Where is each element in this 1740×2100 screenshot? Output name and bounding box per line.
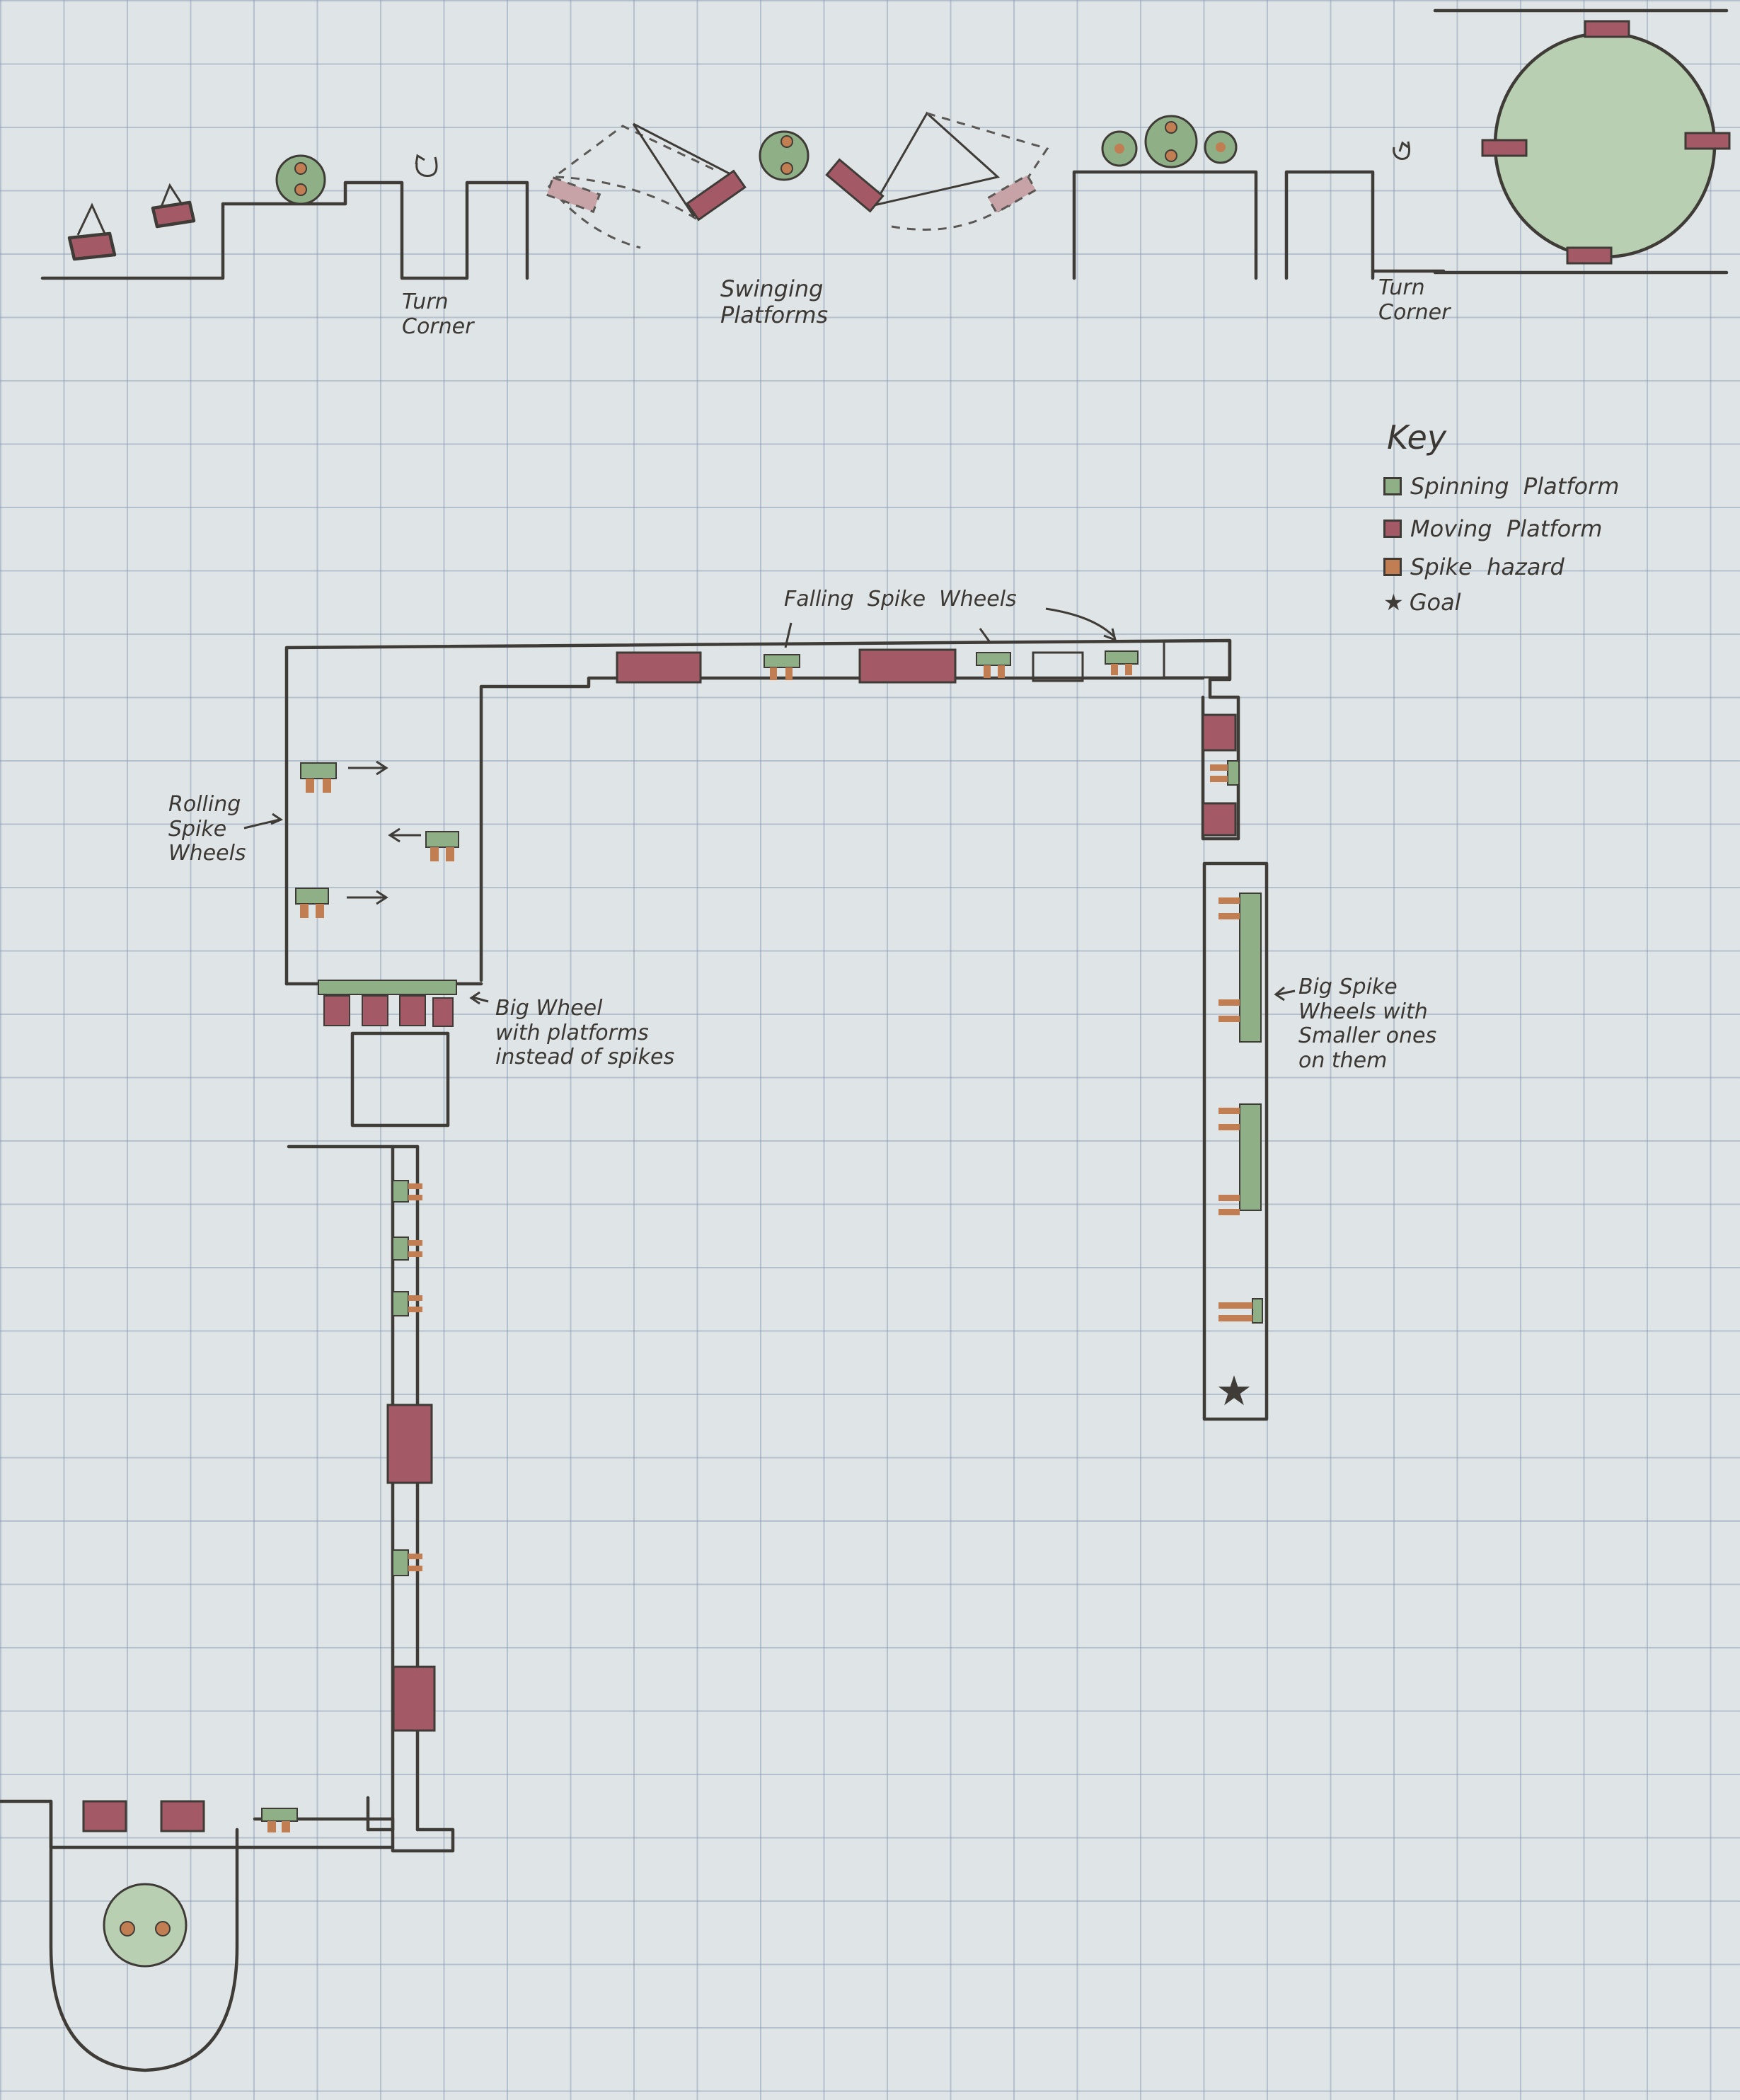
falling-spike-wheel <box>764 655 800 680</box>
spinning-platform <box>104 1884 186 1966</box>
corridor-spike-wheel <box>1218 1299 1262 1323</box>
falling-spike-wheel <box>1105 651 1138 675</box>
swinging-platforms <box>547 113 1047 248</box>
moving-platform <box>388 1405 432 1483</box>
corridor-spike-wheel <box>262 1808 297 1832</box>
legend-item-goal: ★ Goal <box>1383 589 1461 616</box>
spinning-platform <box>1205 132 1236 163</box>
moving-platform <box>69 205 115 259</box>
falling-spike-wheel <box>976 653 1010 678</box>
legend-label: Moving Platform <box>1410 515 1602 542</box>
rolling-spike-wheel <box>296 888 328 918</box>
spinning-platform <box>277 156 325 204</box>
big-spike-wheel <box>1218 893 1261 1042</box>
label-falling-spike-wheels: Falling Spike Wheels <box>784 587 1017 612</box>
spinning-platform <box>760 132 808 180</box>
label-rolling-spike-wheels: Rolling Spike Wheels <box>168 793 246 866</box>
rolling-spike-wheel <box>426 832 459 861</box>
big-spike-wheel <box>1218 1104 1261 1215</box>
moving-platform <box>1203 803 1235 835</box>
side-view-section <box>42 11 1729 278</box>
goal-star-icon: ★ <box>1216 1367 1252 1415</box>
red-square-icon <box>1383 520 1402 538</box>
legend-label: Spike hazard <box>1410 553 1565 580</box>
legend-item-spike: Spike hazard <box>1383 553 1565 580</box>
big-spinning-wheel <box>1482 21 1729 263</box>
corridor-spike-wheel <box>1210 761 1239 785</box>
legend-item-spinning: Spinning Platform <box>1383 473 1619 500</box>
orange-square-icon <box>1383 558 1402 576</box>
label-big-spike-wheels: Big Spike Wheels with Smaller ones on th… <box>1298 975 1436 1073</box>
turn-arrow-icon <box>1394 142 1410 159</box>
label-turn-corner-2: Turn Corner <box>1378 276 1450 325</box>
legend-label: Spinning Platform <box>1410 473 1619 500</box>
moving-platform <box>1203 715 1235 750</box>
big-wheel-platforms <box>318 980 456 1026</box>
label-swinging-platforms: Swinging Platforms <box>720 276 828 328</box>
legend-title: Key <box>1387 419 1446 457</box>
green-square-icon <box>1383 477 1402 495</box>
turn-arrow-icon <box>416 156 437 176</box>
moving-platform <box>153 185 194 226</box>
spinning-platform <box>1102 132 1136 166</box>
label-turn-corner-1: Turn Corner <box>402 290 473 339</box>
star-icon: ★ <box>1383 589 1404 616</box>
legend-label: Goal <box>1410 589 1461 616</box>
rolling-spike-wheel <box>301 763 336 793</box>
spinning-platform <box>1146 116 1197 167</box>
legend-item-moving: Moving Platform <box>1383 515 1602 542</box>
label-big-wheel: Big Wheel with platforms instead of spik… <box>495 997 674 1070</box>
moving-platform <box>393 1667 434 1731</box>
